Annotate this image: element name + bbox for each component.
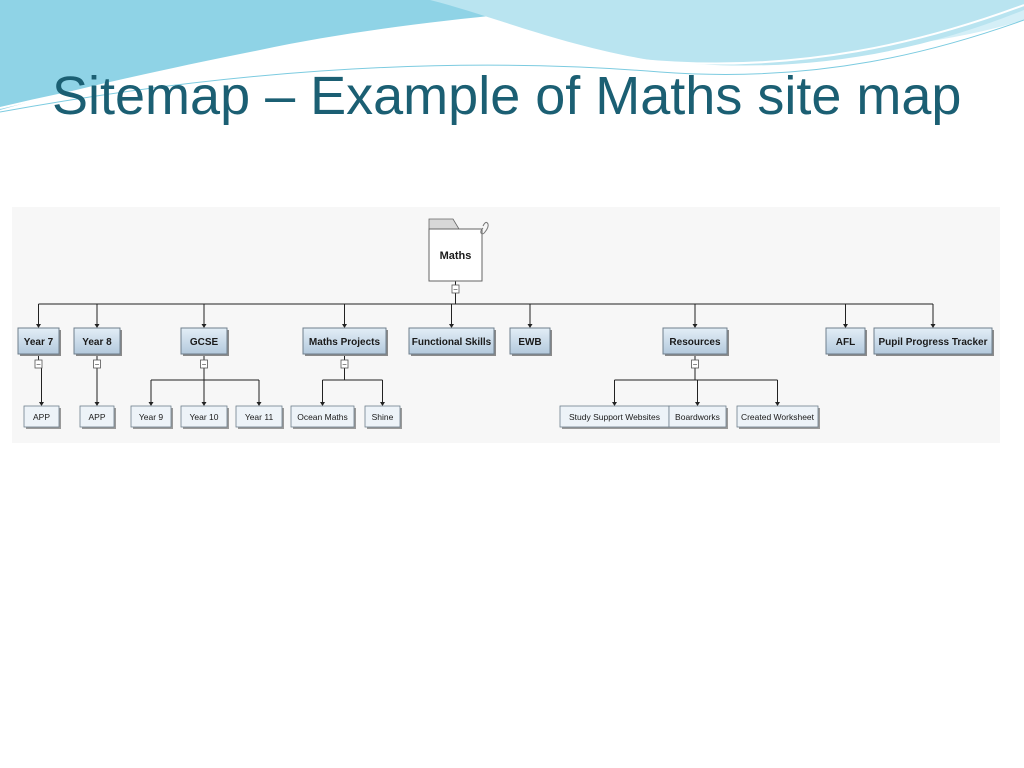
section-node-label: EWB [518,337,541,348]
sitemap-diagram: Maths − Year 7 − APP Year 8 − APP GCSE − Year 9 Yea… [12,207,1000,443]
page-node-shine[interactable] [364,405,401,428]
collapse-toggle[interactable] [34,359,43,369]
connector-arrow [39,402,44,406]
section-node-gcse[interactable] [180,327,228,355]
page-node-label: Year 10 [190,412,219,422]
collapse-toggle[interactable] [451,284,460,294]
page-node-label: Year 9 [139,412,164,422]
connector-arrow [201,324,207,328]
connector-arrow [148,402,154,406]
page-node-label: Study Support Websites [569,412,660,422]
connector-arrow [94,324,100,328]
connector-arrow [775,402,780,406]
connector-arrow [527,324,533,328]
section-node-label: AFL [836,337,855,348]
section-node-label: Maths Projects [309,337,381,348]
root-node-label: Maths [440,250,472,262]
background-waves [0,0,1024,113]
collapse-icon: − [453,285,458,294]
section-node-label: GCSE [190,337,219,348]
connector-arrow [320,402,325,406]
section-node-label: Year 7 [24,337,54,348]
page-node-app[interactable] [79,405,115,428]
connector-arrow [612,402,617,406]
page-node-label: Shine [372,412,394,422]
collapse-icon: − [95,360,100,369]
connector-arrow [94,402,100,406]
section-node-afl[interactable] [825,327,866,355]
page-node-label: Boardworks [675,412,720,422]
section-node-resources[interactable] [662,327,728,355]
section-node-year-7[interactable] [17,327,60,355]
collapse-toggle[interactable] [200,359,208,369]
paperclip-icon [480,221,489,235]
folder-icon [428,218,460,230]
collapse-toggle[interactable] [691,359,699,369]
connector-arrow [930,324,936,328]
page-node-ocean-maths[interactable] [290,405,355,428]
connector-arrow [201,402,207,406]
section-node-ewb[interactable] [509,327,551,355]
section-node-functional-skills[interactable] [408,327,495,355]
page-node-created-worksheet[interactable] [736,405,819,428]
page-node-label: Created Worksheet [741,412,815,422]
connector-arrow [342,324,347,328]
connector-arrow [36,324,41,328]
connector-arrow [695,402,700,406]
connector-arrow [692,324,698,328]
section-node-label: Year 8 [82,337,112,348]
connector-arrow [449,324,454,328]
collapse-toggle[interactable] [93,359,101,369]
page-node-label: APP [33,412,50,422]
page-node-app[interactable] [23,405,60,428]
page-node-label: Ocean Maths [297,412,348,422]
collapse-icon: − [342,360,347,369]
section-node-label: Resources [669,337,721,348]
connector-arrow [380,402,385,406]
collapse-icon: − [36,360,41,369]
page-node-year-9[interactable] [130,405,172,428]
section-node-label: Pupil Progress Tracker [879,337,988,348]
slide-title: Sitemap – Example of Maths site map [52,66,962,126]
collapse-toggle[interactable] [340,359,349,369]
connector-arrow [843,324,848,328]
connector-arrow [256,402,262,406]
collapse-icon: − [693,360,698,369]
section-node-year-8[interactable] [73,327,121,355]
section-node-label: Functional Skills [412,337,492,348]
page-node-boardworks[interactable] [668,405,727,428]
section-node-maths-projects[interactable] [302,327,387,355]
page-node-year-10[interactable] [180,405,228,428]
section-node-pupil-progress-tracker[interactable] [873,327,993,355]
page-node-year-11[interactable] [235,405,283,428]
root-node-maths[interactable] [428,228,483,282]
collapse-icon: − [202,360,207,369]
page-node-label: Year 11 [245,412,274,422]
page-node-label: APP [88,412,105,422]
